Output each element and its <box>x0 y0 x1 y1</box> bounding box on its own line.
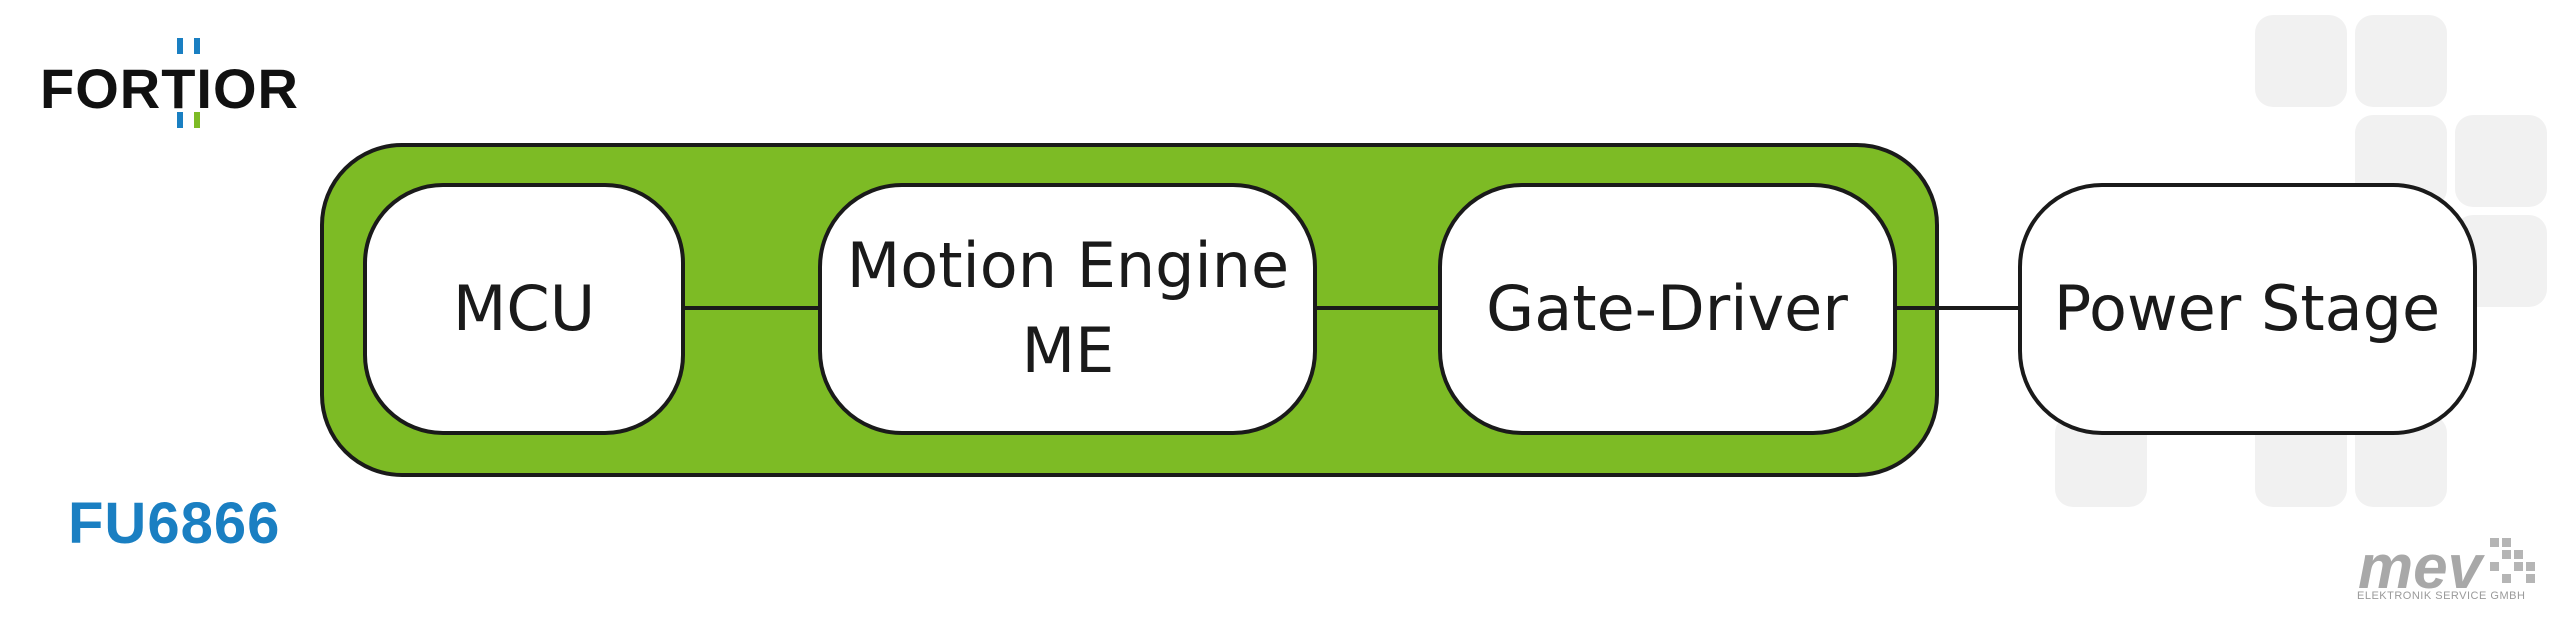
node-power-stage-label: Power Stage <box>2054 272 2440 345</box>
logo-bar-blue-top-right <box>194 38 200 54</box>
mev-logo-pixels <box>2490 538 2535 583</box>
mev-logo-text: mev <box>2358 533 2486 602</box>
logo-bar-blue-top-left <box>177 38 183 54</box>
mev-logo: mev <box>2358 533 2535 602</box>
fortior-logo-text: FORTIOR <box>40 57 299 120</box>
node-motion-engine: Motion Engine ME <box>818 183 1317 435</box>
fortior-logo: FORTIOR <box>40 38 299 128</box>
node-gate-driver-label: Gate-Driver <box>1486 272 1848 345</box>
node-motion-engine-label-line1: Motion Engine <box>847 229 1289 302</box>
node-gate-driver: Gate-Driver <box>1438 183 1897 435</box>
node-motion-engine-label-line2: ME <box>1022 314 1115 387</box>
node-mcu-label: MCU <box>453 272 595 345</box>
chip-part-number: FU6866 <box>68 491 281 556</box>
logo-bar-blue-bottom-left <box>177 112 183 128</box>
logo-bar-green-bottom-right <box>194 112 200 128</box>
node-mcu: MCU <box>363 183 685 435</box>
mev-logo-subtitle: ELEKTRONIK SERVICE GMBH <box>2357 590 2526 602</box>
node-power-stage: Power Stage <box>2018 183 2477 435</box>
